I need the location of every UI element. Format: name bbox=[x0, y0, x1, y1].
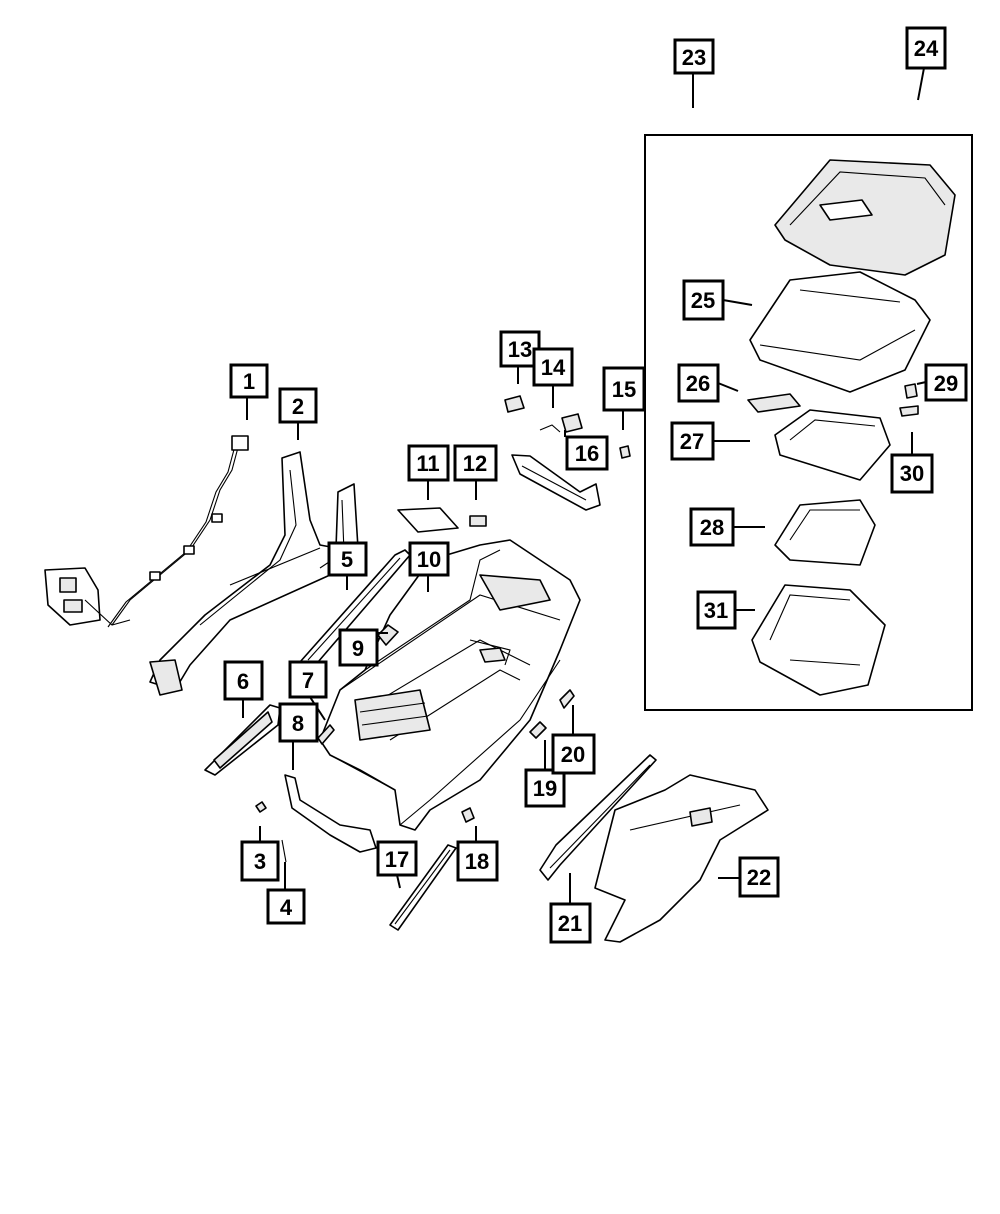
part-8-lower-strip bbox=[284, 774, 377, 853]
callout-7: 7 bbox=[288, 660, 328, 699]
svg-text:21: 21 bbox=[558, 911, 582, 936]
svg-text:3: 3 bbox=[254, 849, 266, 874]
svg-text:7: 7 bbox=[302, 668, 314, 693]
callout-12: 12 bbox=[453, 444, 498, 482]
part-26-latch bbox=[747, 393, 801, 413]
svg-text:13: 13 bbox=[508, 337, 532, 362]
part-28-inner-bin bbox=[774, 499, 876, 566]
svg-text:23: 23 bbox=[682, 45, 706, 70]
svg-text:11: 11 bbox=[416, 451, 439, 476]
svg-text:18: 18 bbox=[465, 849, 489, 874]
svg-text:29: 29 bbox=[934, 371, 958, 396]
svg-text:6: 6 bbox=[237, 669, 249, 694]
callout-8: 8 bbox=[278, 702, 319, 743]
callout-27: 27 bbox=[670, 421, 715, 461]
callout-5: 5 bbox=[327, 541, 368, 577]
svg-text:14: 14 bbox=[541, 355, 566, 380]
callout-31: 31 bbox=[696, 590, 737, 630]
part-31-bin-housing bbox=[751, 584, 886, 696]
svg-text:9: 9 bbox=[352, 636, 364, 661]
callout-19: 19 bbox=[524, 768, 566, 808]
part-3-screw bbox=[255, 801, 267, 813]
part-6-side-panel bbox=[204, 704, 281, 776]
part-25-lid-assembly bbox=[749, 271, 931, 393]
svg-text:30: 30 bbox=[900, 461, 924, 486]
part-20-clip bbox=[559, 689, 575, 709]
callout-2: 2 bbox=[278, 387, 318, 424]
callout-9: 9 bbox=[338, 628, 379, 667]
callout-3: 3 bbox=[240, 840, 280, 882]
callout-11: 11 bbox=[407, 444, 450, 482]
callout-20: 20 bbox=[551, 733, 596, 775]
part-7-trim bbox=[317, 724, 335, 745]
callout-4: 4 bbox=[266, 888, 306, 925]
part-19-clip bbox=[529, 721, 547, 739]
part-27-tray bbox=[774, 409, 891, 481]
part-4-pin bbox=[281, 839, 287, 863]
svg-text:5: 5 bbox=[341, 547, 353, 572]
svg-text:2: 2 bbox=[292, 394, 304, 419]
part-15-screw bbox=[619, 445, 631, 459]
svg-text:19: 19 bbox=[533, 776, 557, 801]
callout-28: 28 bbox=[689, 507, 735, 547]
part-11-pad bbox=[397, 507, 459, 533]
svg-text:17: 17 bbox=[385, 847, 409, 872]
svg-text:22: 22 bbox=[747, 865, 771, 890]
callout-22: 22 bbox=[738, 856, 780, 898]
part-14-cable bbox=[539, 424, 561, 433]
svg-text:4: 4 bbox=[280, 895, 293, 920]
armrest-lid bbox=[774, 159, 956, 276]
callout-21: 21 bbox=[549, 902, 592, 944]
svg-text:20: 20 bbox=[561, 742, 585, 767]
callout-14: 14 bbox=[532, 347, 574, 387]
callout-30: 30 bbox=[890, 453, 934, 494]
part-17-panel bbox=[389, 844, 457, 931]
armrest-assembly-frame bbox=[644, 134, 973, 711]
svg-text:27: 27 bbox=[680, 429, 704, 454]
svg-text:8: 8 bbox=[292, 711, 304, 736]
armrest-hinge-bracket bbox=[511, 454, 601, 511]
svg-text:15: 15 bbox=[612, 377, 636, 402]
part-18-clip bbox=[461, 807, 475, 823]
callout-15: 15 bbox=[602, 366, 646, 412]
part-22-floor-mat bbox=[594, 774, 769, 943]
part-9-latch bbox=[377, 624, 399, 646]
part-12-clip bbox=[469, 515, 487, 527]
part-29-bolt bbox=[904, 383, 918, 399]
part-2-air-duct bbox=[149, 451, 359, 696]
callout-18: 18 bbox=[456, 840, 499, 882]
callout-29: 29 bbox=[924, 363, 968, 402]
svg-text:28: 28 bbox=[700, 515, 724, 540]
part-30-bolt bbox=[899, 405, 919, 417]
callout-10: 10 bbox=[408, 541, 450, 577]
part-13-latch bbox=[504, 395, 525, 413]
svg-text:1: 1 bbox=[243, 369, 255, 394]
callout-24: 24 bbox=[905, 26, 947, 70]
svg-text:25: 25 bbox=[691, 288, 715, 313]
svg-text:16: 16 bbox=[575, 441, 599, 466]
callout-1: 1 bbox=[229, 363, 269, 399]
callout-17: 17 bbox=[376, 840, 418, 877]
callout-23: 23 bbox=[673, 38, 715, 75]
callout-25: 25 bbox=[682, 279, 725, 321]
svg-text:24: 24 bbox=[914, 36, 939, 61]
svg-text:26: 26 bbox=[686, 371, 710, 396]
svg-text:12: 12 bbox=[463, 451, 487, 476]
svg-text:31: 31 bbox=[704, 598, 728, 623]
callout-16: 16 bbox=[565, 435, 609, 471]
callout-26: 26 bbox=[677, 363, 720, 403]
console-body bbox=[319, 539, 581, 831]
svg-text:10: 10 bbox=[417, 547, 441, 572]
part-16-latch-bracket bbox=[561, 413, 583, 433]
part-21-side-trim bbox=[539, 754, 657, 881]
part-1-wiring-harness bbox=[44, 435, 249, 628]
callout-6: 6 bbox=[223, 660, 264, 701]
